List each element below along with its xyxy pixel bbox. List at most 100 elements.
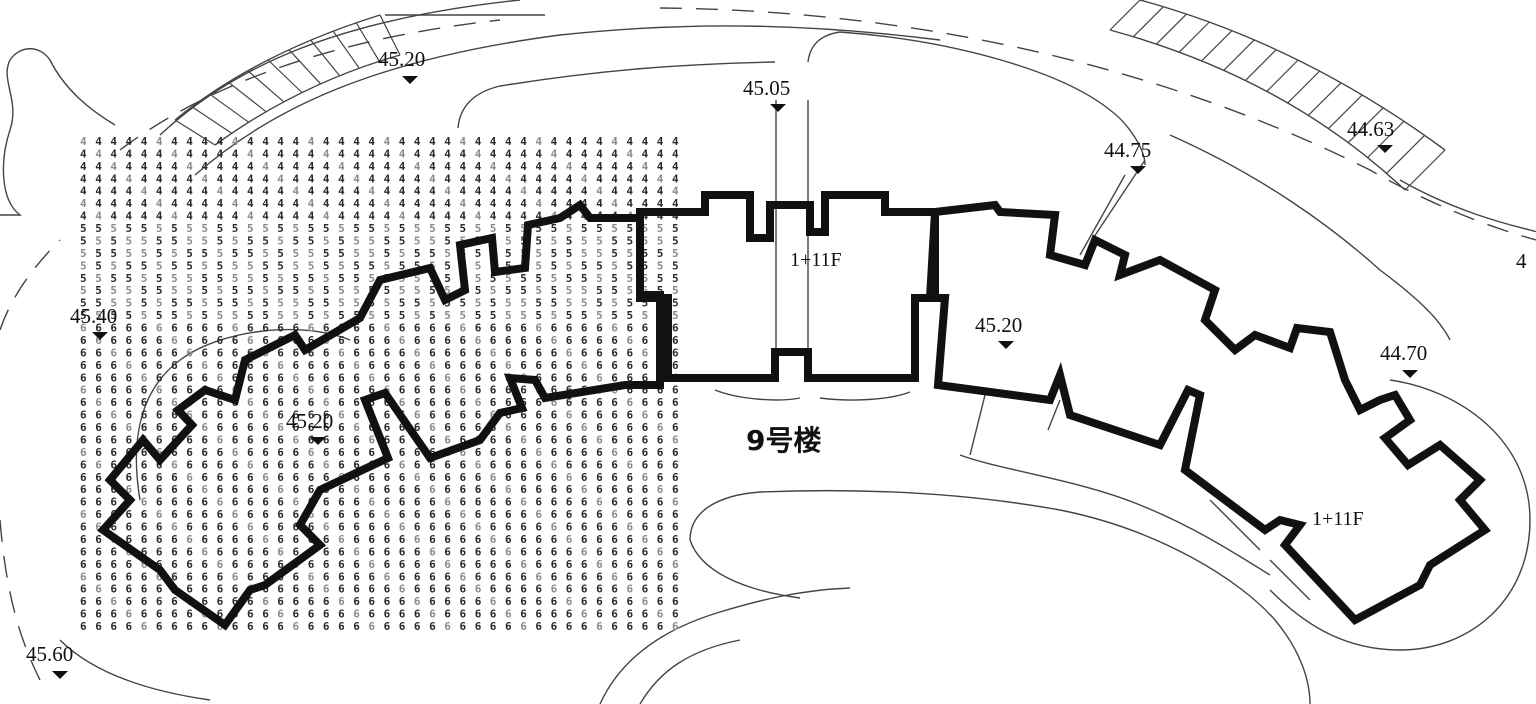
shadow-grid-digit: 6 bbox=[627, 496, 634, 509]
shadow-grid-digit: 5 bbox=[596, 222, 603, 235]
shadow-grid-digit: 4 bbox=[429, 147, 436, 160]
shadow-grid-digit: 5 bbox=[414, 222, 421, 235]
shadow-grid-digit: 4 bbox=[217, 147, 224, 160]
shadow-grid-digit: 5 bbox=[475, 309, 482, 322]
shadow-grid-digit: 6 bbox=[201, 421, 208, 434]
shadow-grid-digit: 4 bbox=[414, 210, 421, 223]
shadow-grid-digit: 6 bbox=[551, 322, 558, 335]
shadow-grid-digit: 6 bbox=[490, 359, 497, 372]
shadow-grid-digit: 5 bbox=[475, 247, 482, 260]
shadow-grid-digit: 5 bbox=[535, 222, 542, 235]
shadow-grid-digit: 6 bbox=[642, 359, 649, 372]
shadow-grid-digit: 6 bbox=[596, 483, 603, 496]
shadow-grid-digit: 6 bbox=[293, 434, 300, 447]
shadow-grid-digit: 4 bbox=[399, 210, 406, 223]
elevation-marker-triangle bbox=[402, 76, 418, 84]
shadow-grid-digit: 4 bbox=[126, 172, 133, 185]
shadow-grid-digit: 6 bbox=[566, 458, 573, 471]
shadow-grid-digit: 6 bbox=[201, 558, 208, 571]
shadow-grid-digit: 5 bbox=[353, 297, 360, 310]
shadow-grid-digit: 5 bbox=[520, 284, 527, 297]
shadow-grid-digit: 6 bbox=[308, 471, 315, 484]
shadow-grid-digit: 4 bbox=[642, 147, 649, 160]
shadow-grid-digit: 5 bbox=[217, 235, 224, 248]
shadow-grid-digit: 5 bbox=[657, 235, 664, 248]
shadow-grid-digit: 5 bbox=[262, 247, 269, 260]
shadow-grid-digit: 6 bbox=[596, 583, 603, 596]
shadow-grid-digit: 6 bbox=[308, 595, 315, 608]
shadow-grid-digit: 6 bbox=[505, 558, 512, 571]
shadow-grid-digit: 6 bbox=[186, 384, 193, 397]
shadow-grid-digit: 6 bbox=[293, 471, 300, 484]
shadow-grid-digit: 6 bbox=[444, 496, 451, 509]
shadow-grid-digit: 6 bbox=[141, 458, 148, 471]
shadow-grid-digit: 5 bbox=[368, 235, 375, 248]
shadow-grid-digit: 6 bbox=[126, 384, 133, 397]
shadow-grid-digit: 6 bbox=[672, 620, 679, 633]
shadow-grid-digit: 4 bbox=[490, 210, 497, 223]
shadow-grid-digit: 4 bbox=[475, 197, 482, 210]
shadow-grid-digit: 6 bbox=[642, 471, 649, 484]
shadow-grid-digit: 6 bbox=[141, 396, 148, 409]
shadow-grid-digit: 6 bbox=[611, 322, 618, 335]
shadow-grid-digit: 6 bbox=[475, 570, 482, 583]
shadow-grid-digit: 6 bbox=[551, 545, 558, 558]
shadow-grid-digit: 4 bbox=[566, 147, 573, 160]
parking-stall-line bbox=[209, 93, 249, 123]
shadow-grid-digit: 5 bbox=[368, 222, 375, 235]
shadow-grid-digit: 6 bbox=[80, 558, 87, 571]
shadow-grid-digit: 6 bbox=[581, 508, 588, 521]
shadow-grid-digit: 6 bbox=[262, 521, 269, 534]
shadow-grid-digit: 4 bbox=[353, 197, 360, 210]
shadow-grid-digit: 4 bbox=[186, 160, 193, 173]
shadow-grid-digit: 5 bbox=[80, 235, 87, 248]
elevation-label: 44.63 bbox=[1347, 117, 1394, 141]
shadow-grid-digit: 5 bbox=[384, 309, 391, 322]
shadow-grid-digit: 6 bbox=[490, 434, 497, 447]
shadow-grid-digit: 6 bbox=[642, 570, 649, 583]
shadow-grid-digit: 5 bbox=[110, 259, 117, 272]
shadow-grid-digit: 4 bbox=[399, 197, 406, 210]
parking-stall-line bbox=[1178, 21, 1210, 53]
shadow-grid-digit: 6 bbox=[95, 558, 102, 571]
shadow-grid-digit: 6 bbox=[414, 396, 421, 409]
shadow-grid-digit: 4 bbox=[429, 172, 436, 185]
shadow-grid-digit: 6 bbox=[475, 496, 482, 509]
shadow-grid-digit: 5 bbox=[141, 222, 148, 235]
shadow-grid-digit: 6 bbox=[627, 570, 634, 583]
shadow-grid-digit: 5 bbox=[672, 297, 679, 310]
shadow-grid-digit: 6 bbox=[353, 371, 360, 384]
shadow-grid-digit: 6 bbox=[323, 533, 330, 546]
shadow-grid-digit: 6 bbox=[642, 322, 649, 335]
shadow-grid-digit: 4 bbox=[384, 147, 391, 160]
shadow-grid-digit: 6 bbox=[80, 322, 87, 335]
shadow-grid-digit: 6 bbox=[551, 595, 558, 608]
shadow-grid-digit: 6 bbox=[186, 496, 193, 509]
shadow-grid-digit: 4 bbox=[80, 197, 87, 210]
shadow-grid-digit: 5 bbox=[535, 272, 542, 285]
shadow-grid-digit: 4 bbox=[141, 197, 148, 210]
shadow-grid-digit: 4 bbox=[429, 185, 436, 198]
shadow-grid-digit: 4 bbox=[657, 135, 664, 148]
shadow-grid-digit: 6 bbox=[460, 595, 467, 608]
shadow-grid-digit: 5 bbox=[338, 235, 345, 248]
shadow-grid-digit: 5 bbox=[627, 259, 634, 272]
shadow-grid-digit: 5 bbox=[399, 235, 406, 248]
shadow-grid-digit: 4 bbox=[627, 185, 634, 198]
shadow-grid-digit: 5 bbox=[110, 247, 117, 260]
shadow-grid-digit: 5 bbox=[232, 222, 239, 235]
shadow-grid-digit: 6 bbox=[323, 521, 330, 534]
shadow-grid-digit: 6 bbox=[642, 496, 649, 509]
building-outline-middle bbox=[636, 191, 939, 382]
shadow-grid-digit: 4 bbox=[262, 172, 269, 185]
shadow-grid-digit: 6 bbox=[444, 371, 451, 384]
shadow-grid-digit: 6 bbox=[293, 322, 300, 335]
shadow-grid-digit: 6 bbox=[186, 521, 193, 534]
shadow-grid-digit: 4 bbox=[338, 185, 345, 198]
shadow-grid-digit: 5 bbox=[596, 297, 603, 310]
shadow-grid-digit: 6 bbox=[247, 471, 254, 484]
shadow-grid-digit: 6 bbox=[566, 620, 573, 633]
shadow-grid-digit: 4 bbox=[581, 160, 588, 173]
shadow-grid-digit: 6 bbox=[247, 620, 254, 633]
shadow-grid-digit: 6 bbox=[217, 346, 224, 359]
